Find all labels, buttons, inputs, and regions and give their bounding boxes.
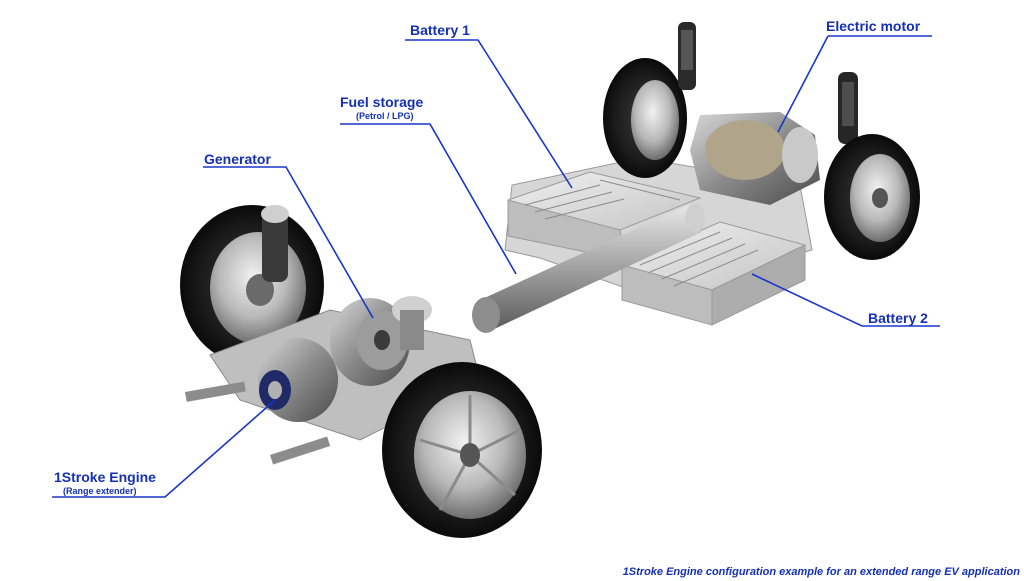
front-shock bbox=[261, 205, 289, 282]
rear-shock-right bbox=[838, 72, 858, 144]
electric-motor-leader-arrow bbox=[777, 35, 829, 133]
engine-leader bbox=[52, 399, 276, 498]
generator bbox=[330, 298, 410, 386]
engine-label: 1Stroke Engine bbox=[54, 469, 156, 485]
fuel-storage-label: Fuel storage bbox=[340, 94, 424, 110]
generator-leader bbox=[203, 166, 374, 319]
battery2-label: Battery 2 bbox=[868, 310, 928, 326]
fuel-tank bbox=[472, 204, 705, 333]
fuel-storage-sublabel: (Petrol / LPG) bbox=[356, 111, 414, 121]
generator-label: Generator bbox=[204, 151, 271, 167]
range-extender-engine bbox=[258, 338, 338, 422]
electric-motor-label: Electric motor bbox=[826, 18, 921, 34]
rear-shock-left bbox=[678, 22, 696, 90]
battery-1 bbox=[507, 171, 702, 261]
engine-sublabel: (Range extender) bbox=[63, 486, 137, 496]
rear-wheel-far bbox=[603, 58, 687, 178]
battery1-label: Battery 1 bbox=[410, 22, 470, 38]
front-strut-top bbox=[392, 296, 432, 350]
fuel-storage-leader bbox=[340, 123, 517, 275]
battery-2 bbox=[620, 221, 807, 326]
front-wheel-near bbox=[382, 362, 542, 538]
electric-motor bbox=[690, 112, 820, 205]
leader-lines bbox=[52, 35, 940, 498]
battery2-leader bbox=[751, 273, 940, 327]
figure-caption: 1Stroke Engine configuration example for… bbox=[622, 566, 1020, 578]
battery1-leader bbox=[405, 39, 573, 189]
rear-wheel-near bbox=[824, 134, 920, 260]
